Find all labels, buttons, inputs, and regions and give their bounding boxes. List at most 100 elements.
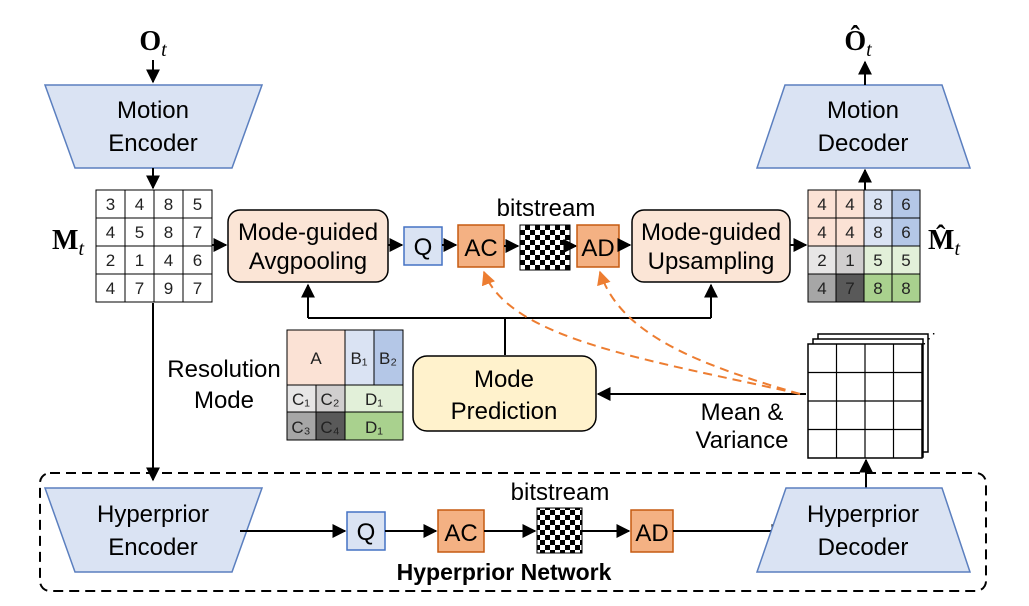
bitstream-icon <box>519 224 571 271</box>
input-grid-cell <box>124 245 155 275</box>
output-symbol: Ôt <box>844 26 872 61</box>
output-grid-cell <box>863 245 893 275</box>
input-grid-value: 8 <box>164 195 173 214</box>
arithmetic-coder: AC <box>457 224 505 268</box>
hyper-arithmetic-coder: AC <box>437 509 485 553</box>
hyperprior-features-stack: ⋰ <box>807 330 936 459</box>
input-grid-value: 9 <box>164 279 173 298</box>
resolution-mode-label-2: Mode <box>194 387 254 414</box>
input-grid-cell <box>182 273 213 303</box>
svg-text:Encoder: Encoder <box>108 534 197 561</box>
input-grid-value: 7 <box>193 223 202 242</box>
hyperprior-encoder: Hyperprior Encoder <box>43 487 264 573</box>
input-grid-value: 4 <box>106 223 115 242</box>
output-grid-value: 8 <box>873 195 882 214</box>
output-grid-value: 5 <box>873 251 882 270</box>
input-grid-value: 5 <box>193 195 202 214</box>
mode-cell-d1-top: D₁ <box>365 390 383 409</box>
mode-cell-b2: B₂ <box>379 349 397 368</box>
hyper-bitstream-label: bitstream <box>511 479 610 506</box>
input-grid-cell <box>124 273 155 303</box>
svg-text:Encoder: Encoder <box>108 130 197 157</box>
svg-text:Decoder: Decoder <box>818 130 909 157</box>
hyper-quantizer-q: Q <box>346 511 386 551</box>
avgpool-block: Mode-guided Avgpooling <box>227 209 389 283</box>
output-grid-value: 5 <box>901 251 910 270</box>
svg-text:Mode-guided: Mode-guided <box>238 219 378 246</box>
dashed-features-to-ad <box>597 270 801 395</box>
input-grid-value: 3 <box>106 195 115 214</box>
svg-text:Mode: Mode <box>474 366 534 393</box>
output-grid-value: 1 <box>845 251 854 270</box>
output-grid-cell <box>807 245 837 275</box>
output-grid-value: 6 <box>901 223 910 242</box>
output-grid-value: 8 <box>873 223 882 242</box>
svg-text:Q: Q <box>414 234 433 261</box>
output-grid-value: 2 <box>817 251 826 270</box>
output-grid-value: 4 <box>845 223 854 242</box>
motion-decoder: Motion Decoder <box>755 84 972 169</box>
input-grid-value: 4 <box>135 195 144 214</box>
input-grid-value: 8 <box>164 223 173 242</box>
svg-text:Motion: Motion <box>827 97 899 124</box>
output-grid-value: 8 <box>901 279 910 298</box>
svg-text:AD: AD <box>581 235 614 262</box>
dashed-features-to-ac <box>481 270 801 395</box>
hyperprior-network-label: Hyperprior Network <box>397 559 612 585</box>
input-grid-cell <box>182 245 213 275</box>
svg-text:Avgpooling: Avgpooling <box>249 248 367 275</box>
svg-text:Mode-guided: Mode-guided <box>641 219 781 246</box>
output-grid-cell <box>891 189 921 219</box>
input-grid-value: 5 <box>135 223 144 242</box>
svg-text:AC: AC <box>464 235 497 262</box>
svg-text:AD: AD <box>635 520 668 547</box>
input-grid-value: 2 <box>106 251 115 270</box>
input-grid-value: 4 <box>106 279 115 298</box>
output-grid-value: 4 <box>817 279 826 298</box>
output-grid-value: 7 <box>845 279 854 298</box>
input-grid-value: 4 <box>164 251 173 270</box>
output-grid-value: 4 <box>817 195 826 214</box>
hyperprior-decoder: Hyperprior Decoder <box>755 487 972 573</box>
upsample-block: Mode-guided Upsampling <box>631 209 791 283</box>
resolution-mode-label: Resolution <box>167 356 280 383</box>
mean-variance-label: Mean & <box>701 399 784 426</box>
bitstream-label: bitstream <box>497 195 596 222</box>
mode-cell-c3: C₃ <box>291 418 310 437</box>
output-grid-cell <box>807 189 837 219</box>
mode-cell-a: A <box>310 349 322 368</box>
output-grid-cell <box>891 273 921 303</box>
mode-cell-c4: C₄ <box>320 418 339 437</box>
arithmetic-decoder: AD <box>576 224 620 268</box>
output-grid-value: 6 <box>901 195 910 214</box>
input-grid-value: 1 <box>135 251 144 270</box>
svg-text:Prediction: Prediction <box>451 398 558 425</box>
svg-text:Hyperprior: Hyperprior <box>97 501 209 528</box>
input-grid-cell <box>95 189 126 219</box>
output-grid-cell <box>891 217 921 247</box>
output-grid-cell <box>807 273 837 303</box>
motion-encoder: Motion Encoder <box>43 84 264 169</box>
hyper-bitstream-icon <box>536 507 583 554</box>
output-grid-value: 4 <box>845 195 854 214</box>
input-symbol: Ot <box>139 26 167 61</box>
resolution-mode-grid: A B₁ B₂ C₁ C₂ D₁ C₃ C₄ D₁ <box>286 329 404 441</box>
svg-text:Decoder: Decoder <box>818 534 909 561</box>
svg-text:AC: AC <box>444 520 477 547</box>
input-grid-cell <box>182 217 213 247</box>
output-grid-cell <box>807 217 837 247</box>
input-grid-value: 7 <box>193 279 202 298</box>
mode-cell-c2: C₂ <box>321 390 340 409</box>
input-grid-value: 7 <box>135 279 144 298</box>
mode-cell-b1: B₁ <box>350 349 367 368</box>
mode-cell-d1-bottom: D₁ <box>365 418 383 437</box>
mode-prediction: Mode Prediction <box>412 355 597 432</box>
output-grid-cell <box>863 273 893 303</box>
hyper-arithmetic-decoder: AD <box>630 509 674 553</box>
mean-variance-label-2: Variance <box>696 427 789 454</box>
svg-text:Hyperprior: Hyperprior <box>807 501 919 528</box>
ellipsis-dots: ⋰ <box>922 330 936 346</box>
